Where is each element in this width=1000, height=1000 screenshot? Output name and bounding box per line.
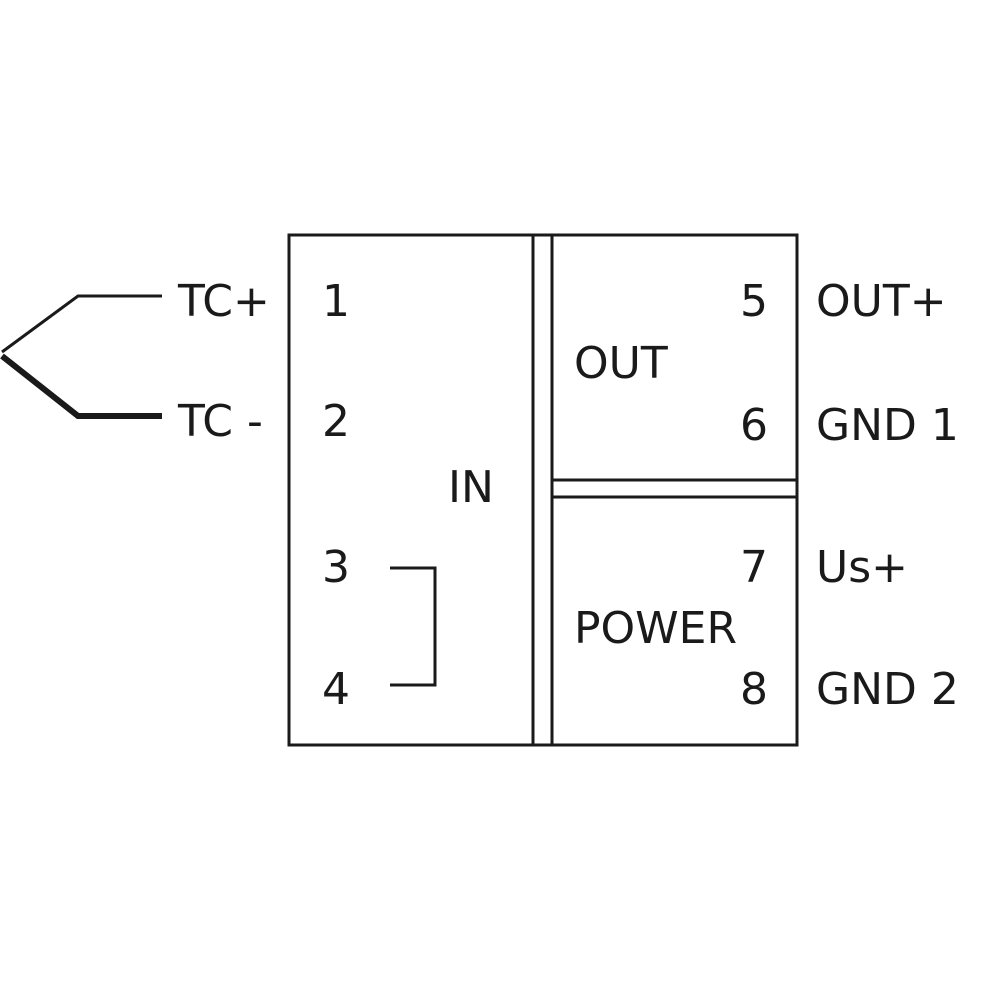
terminal-number-6: 6 [740, 400, 768, 451]
section-label-power: POWER [574, 603, 737, 654]
signal-label-tc-minus: TC - [177, 396, 263, 447]
signal-label-gnd-2: GND 2 [816, 664, 959, 715]
terminal-number-7: 7 [740, 542, 768, 593]
signal-label-gnd-1: GND 1 [816, 400, 959, 451]
terminal-number-2: 2 [322, 396, 350, 447]
terminal-number-3: 3 [322, 542, 350, 593]
section-label-in: IN [448, 462, 494, 513]
terminal-number-5: 5 [740, 276, 768, 327]
jumper-bridge-icon [390, 566, 437, 687]
terminal-number-1: 1 [322, 276, 350, 327]
terminal-number-8: 8 [740, 664, 768, 715]
output-power-separator [552, 478, 797, 499]
thermocouple-icon [0, 294, 162, 419]
signal-label-tc-plus: TC+ [177, 276, 270, 327]
section-separator [531, 235, 554, 745]
terminal-number-4: 4 [322, 664, 350, 715]
section-label-out: OUT [574, 338, 668, 389]
signal-label-out-plus: OUT+ [816, 276, 947, 327]
module-body [287, 233, 799, 747]
signal-label-us-plus: Us+ [816, 542, 908, 593]
